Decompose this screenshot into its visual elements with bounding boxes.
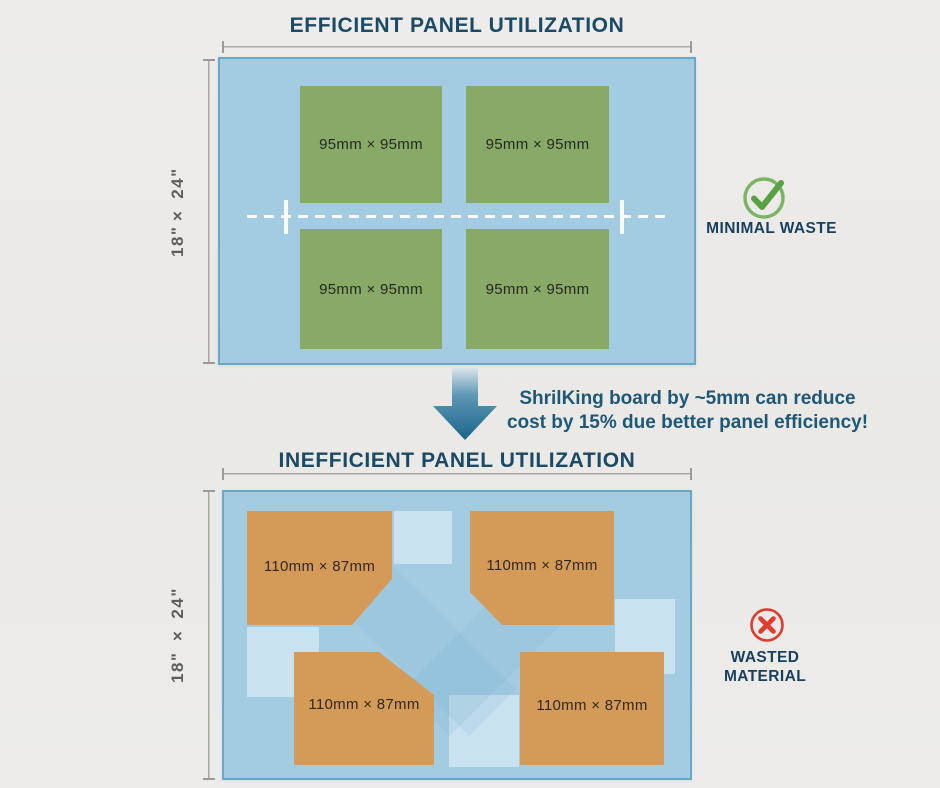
pcb-panel: 95mm × 95mm <box>300 86 442 203</box>
panel-size-label: 110mm × 87mm <box>486 557 598 574</box>
panel-size-label: 110mm × 87mm <box>536 697 648 714</box>
bottom-board-size-label: 18" × 24" <box>168 587 187 684</box>
inefficient-section-title: INEFFICIENT PANEL UTILIZATION <box>278 449 636 472</box>
top-height-dimension-line <box>203 59 215 364</box>
down-arrow-icon <box>433 368 497 440</box>
pcb-panel-irregular <box>247 511 392 625</box>
check-circle-icon <box>743 177 785 219</box>
minimal-waste-label: MINIMAL WASTE <box>706 220 837 237</box>
panel-size-label: 95mm × 95mm <box>485 136 590 153</box>
panel-size-label: 110mm × 87mm <box>308 696 420 713</box>
pcb-panel-irregular <box>520 652 664 765</box>
cut-line-tick <box>620 200 624 234</box>
top-width-dimension-line <box>222 41 692 53</box>
panel-size-label: 110mm × 87mm <box>263 558 376 575</box>
waste-patch <box>394 511 452 564</box>
wasted-material-label: WASTED MATERIAL <box>723 649 807 685</box>
pcb-panel: 95mm × 95mm <box>466 86 609 203</box>
panel-size-label: 95mm × 95mm <box>319 280 423 298</box>
cut-line-tick <box>284 200 288 234</box>
panel-size-label: 95mm × 95mm <box>319 136 423 153</box>
bottom-width-dimension-line <box>222 468 692 480</box>
top-board-size-label: 18"× 24" <box>168 167 187 258</box>
shrink-note: ShrilKing board by ~5mm can reduce cost … <box>506 388 869 433</box>
efficient-board: 95mm × 95mm 95mm × 95mm 95mm × 95mm 95mm… <box>218 57 696 365</box>
efficient-section-title: EFFICIENT PANEL UTILIZATION <box>289 14 625 37</box>
bottom-height-dimension-line <box>203 490 215 780</box>
waste-patch <box>449 695 519 767</box>
cut-line-dashed <box>247 215 670 218</box>
inefficient-board: 110mm × 87mm 110mm × 87mm 110mm × 87mm 1… <box>222 490 692 780</box>
pcb-panel-irregular <box>470 511 614 625</box>
panel-size-label: 95mm × 95mm <box>485 280 590 298</box>
x-circle-icon <box>750 608 784 642</box>
pcb-panel: 95mm × 95mm <box>466 229 609 349</box>
pcb-panel: 95mm × 95mm <box>300 229 442 349</box>
